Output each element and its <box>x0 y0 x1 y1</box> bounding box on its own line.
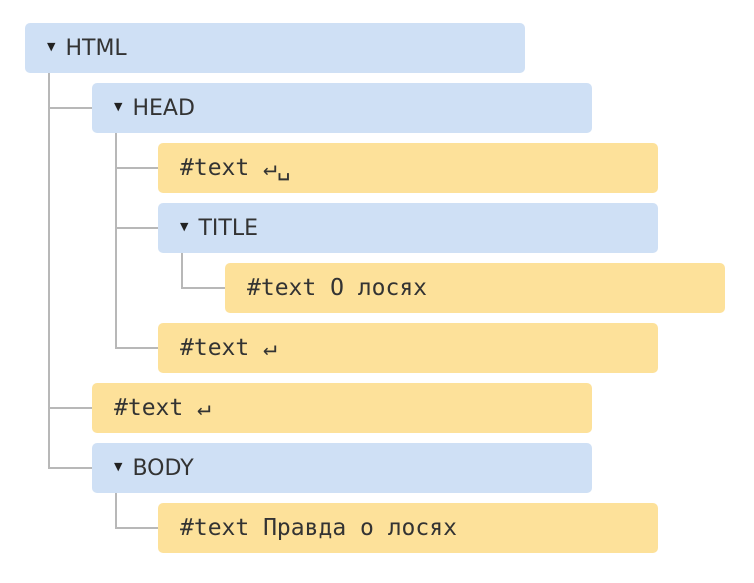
node-html-label: HTML <box>65 35 127 61</box>
connector-title-children <box>181 252 183 288</box>
connector-head-children <box>115 132 117 348</box>
node-body[interactable]: ▼ BODY <box>92 443 592 493</box>
connector-html-children <box>48 72 50 468</box>
connector-to-body <box>48 467 92 469</box>
connector-to-title <box>115 227 158 229</box>
node-body-label: BODY <box>132 455 194 481</box>
connector-to-head-text-1 <box>115 167 158 169</box>
node-body-text-label: #text Правда о лосях <box>180 515 457 541</box>
node-html-text[interactable]: #text ↵ <box>92 383 592 433</box>
node-body-text[interactable]: #text Правда о лосях <box>158 503 658 553</box>
expand-triangle-icon[interactable]: ▼ <box>180 219 189 233</box>
connector-to-body-text <box>115 527 158 529</box>
expand-triangle-icon[interactable]: ▼ <box>47 39 56 53</box>
node-head-text-1-label: #text ↵␣ <box>180 155 291 181</box>
node-html[interactable]: ▼ HTML <box>25 23 525 73</box>
expand-triangle-icon[interactable]: ▼ <box>114 99 123 113</box>
connector-to-html-text <box>48 407 92 409</box>
node-html-text-label: #text ↵ <box>114 395 211 421</box>
node-head-text-1[interactable]: #text ↵␣ <box>158 143 658 193</box>
node-title-text[interactable]: #text О лосях <box>225 263 725 313</box>
node-title[interactable]: ▼ TITLE <box>158 203 658 253</box>
node-head-text-2[interactable]: #text ↵ <box>158 323 658 373</box>
node-title-label: TITLE <box>198 215 258 241</box>
expand-triangle-icon[interactable]: ▼ <box>114 459 123 473</box>
connector-to-head <box>48 107 92 109</box>
node-title-text-label: #text О лосях <box>247 275 428 301</box>
connector-body-children <box>115 492 117 528</box>
connector-to-title-text <box>181 287 225 289</box>
connector-to-head-text-2 <box>115 347 158 349</box>
node-head-label: HEAD <box>132 95 195 121</box>
node-head[interactable]: ▼ HEAD <box>92 83 592 133</box>
node-head-text-2-label: #text ↵ <box>180 335 277 361</box>
